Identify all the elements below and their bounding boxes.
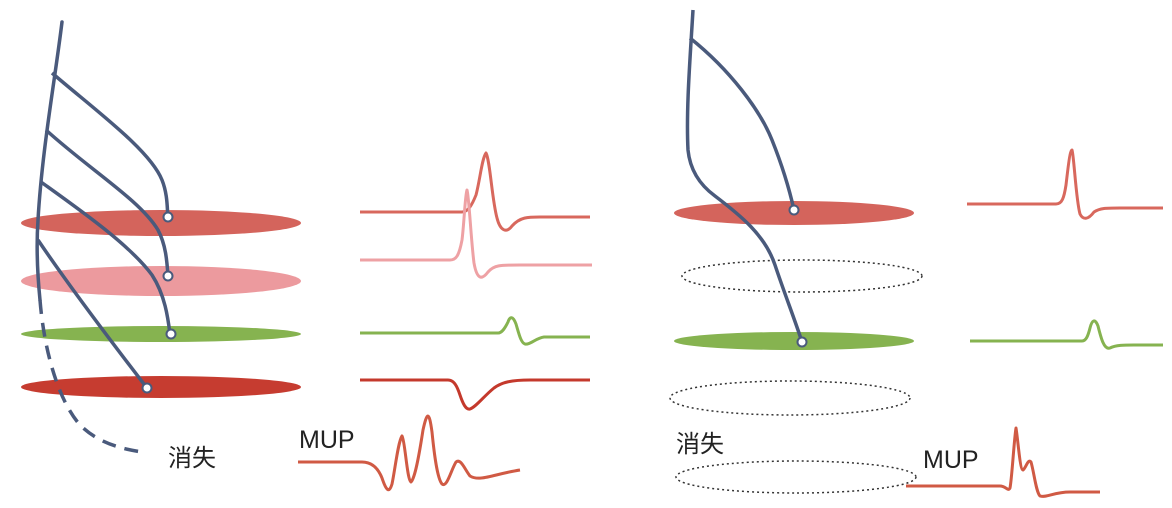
left-branch-3 [39, 180, 172, 335]
right-lost-label: 消失 [676, 430, 724, 458]
left-wave-darkred [360, 378, 590, 411]
right-panel: 消失 MUP [669, 9, 1163, 498]
right-nerve-trunk [685, 9, 804, 343]
left-wave-red [360, 151, 590, 232]
left-mup-wave [298, 414, 521, 492]
left-wave-pink [360, 188, 592, 279]
right-fiber-lost-1 [681, 259, 923, 293]
left-nerve-lost-segment [38, 299, 143, 454]
right-fiber-lost-3 [675, 460, 917, 494]
left-branch-4 [36, 239, 149, 390]
left-wave-green [360, 316, 590, 346]
right-wave-green [970, 319, 1163, 350]
left-endplate-3 [165, 328, 177, 340]
right-nerve-branch [688, 36, 796, 211]
left-lost-label: 消失 [168, 444, 216, 472]
right-endplate-1 [788, 204, 800, 216]
right-fiber-lost-2 [669, 380, 911, 416]
left-fiber-darkred [21, 376, 301, 398]
left-fiber-pink [21, 266, 301, 296]
left-branch-2 [44, 128, 170, 277]
left-endplate-2 [162, 270, 174, 282]
left-panel: 消失 MUP [21, 20, 592, 492]
right-wave-red [967, 148, 1163, 220]
left-endplate-4 [141, 382, 153, 394]
right-mup-label: MUP [923, 446, 979, 474]
right-mup-wave [906, 426, 1100, 498]
right-fiber-green [674, 332, 914, 350]
left-fiber-green [21, 326, 301, 342]
left-nerve-trunk [35, 20, 64, 302]
left-mup-label: MUP [299, 426, 355, 454]
right-endplate-2 [796, 336, 808, 348]
left-endplate-1 [162, 211, 174, 223]
left-branch-1 [50, 71, 170, 218]
